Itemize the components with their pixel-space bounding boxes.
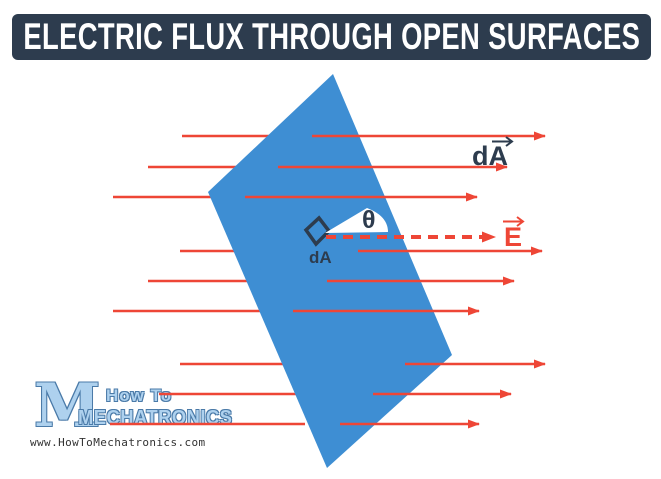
angle-theta-label: θ (362, 206, 376, 234)
page-title: ELECTRIC FLUX THROUGH OPEN SURFACES (23, 16, 640, 57)
e-field-label: E (503, 216, 525, 252)
vector-arrow-icon (503, 216, 525, 227)
title-banner: ELECTRIC FLUX THROUGH OPEN SURFACES (12, 14, 651, 60)
open-surface (208, 74, 452, 468)
logo-monogram-m: M (34, 371, 101, 441)
e-field-text: E (504, 222, 523, 252)
angle-wedge (325, 208, 388, 233)
area-vector-label: dA (472, 136, 514, 170)
logo-website-url: www.HowToMechatronics.com (30, 436, 206, 449)
vector-arrow-icon (492, 136, 514, 147)
area-element-label: dA (309, 248, 332, 267)
logo-brand-line1: How To (106, 386, 173, 405)
field-lines-behind-surface (110, 134, 305, 426)
area-element-outline (303, 215, 332, 247)
field-lines-front (245, 131, 546, 429)
